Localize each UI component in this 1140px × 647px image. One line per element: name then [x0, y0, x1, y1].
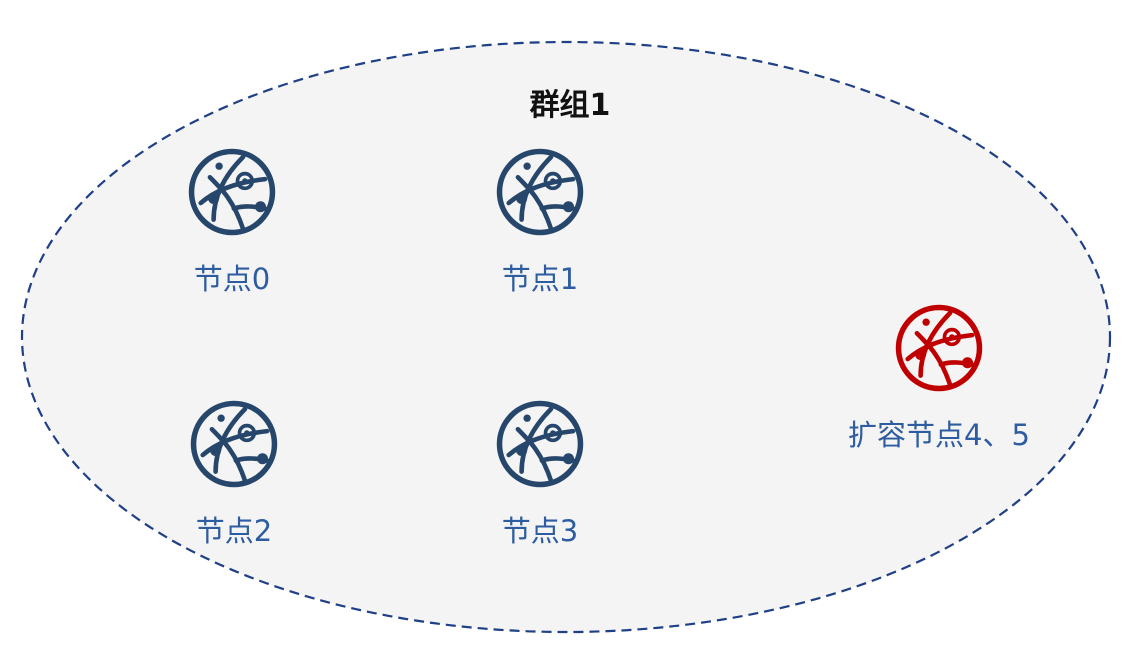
globe-network-icon	[190, 400, 278, 488]
globe-network-icon	[188, 148, 276, 236]
globe-network-icon	[496, 148, 584, 236]
globe-network-icon	[496, 400, 584, 488]
node-3[interactable]: 节点3	[420, 398, 660, 550]
globe-network-icon	[895, 304, 983, 392]
node-label: 节点1	[501, 262, 579, 296]
node-label: 扩容节点4、5	[848, 418, 1030, 452]
group-boundary	[20, 40, 1112, 634]
node-expansion[interactable]: 扩容节点4、5	[809, 302, 1069, 454]
node-2[interactable]: 节点2	[114, 398, 354, 550]
node-label: 节点0	[193, 262, 271, 296]
node-1[interactable]: 节点1	[420, 146, 660, 298]
group-title: 群组1	[529, 88, 611, 123]
node-label: 节点3	[501, 514, 579, 548]
node-label: 节点2	[195, 514, 273, 548]
node-0[interactable]: 节点0	[112, 146, 352, 298]
